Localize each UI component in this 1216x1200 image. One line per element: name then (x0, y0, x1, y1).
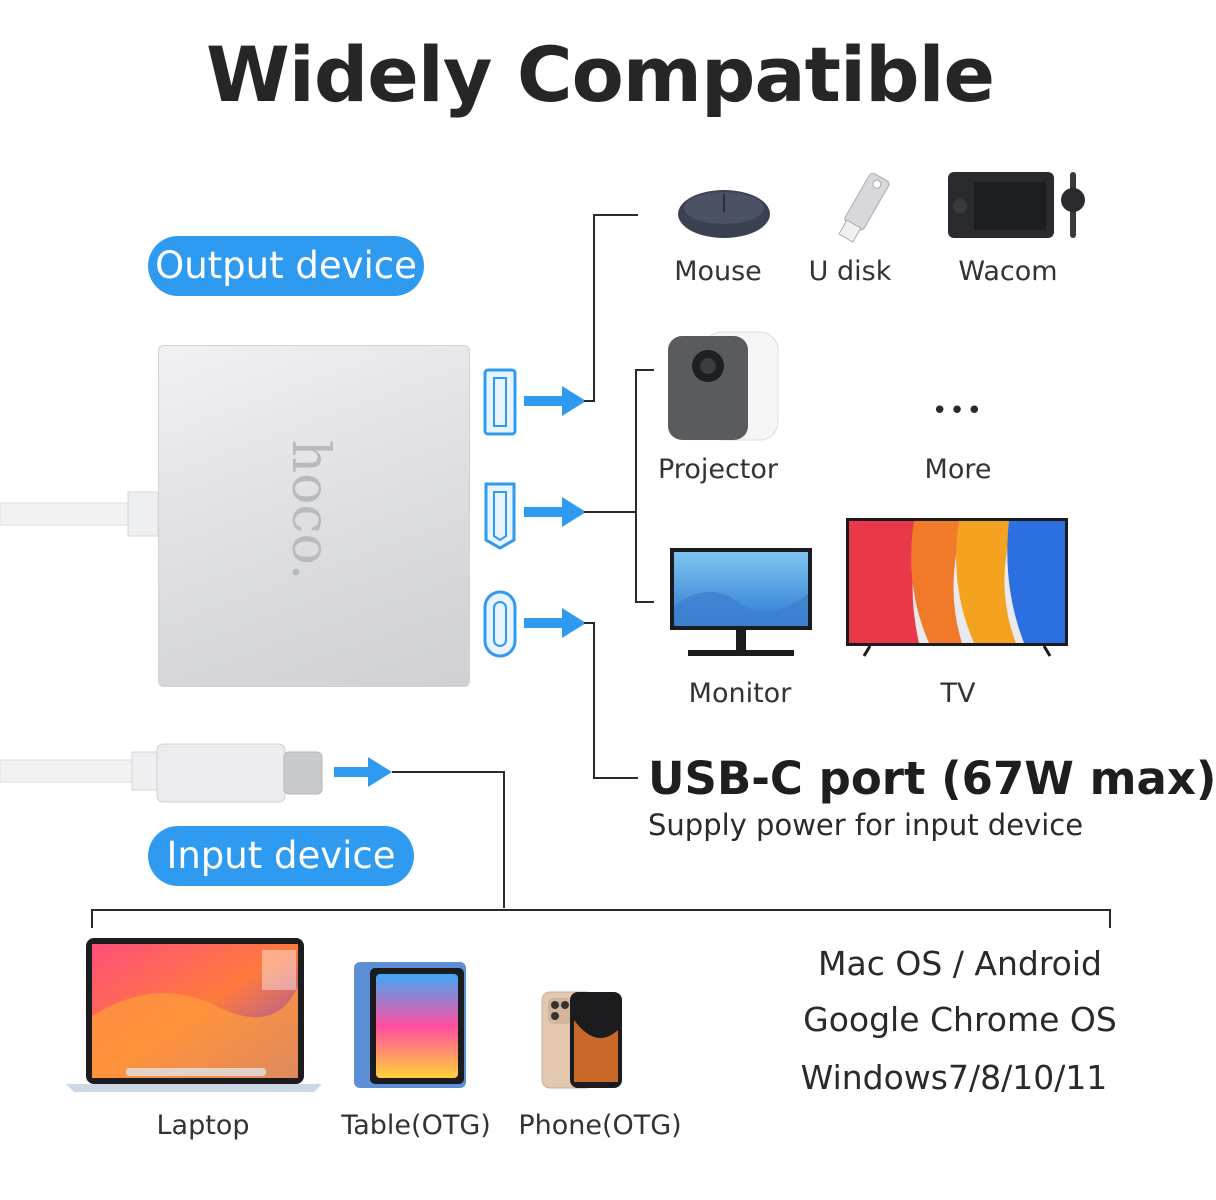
more-label: More (924, 454, 992, 485)
wacom-label: Wacom (958, 256, 1058, 287)
projector-icon (668, 331, 779, 441)
monitor-icon (670, 548, 812, 656)
arrow-right-icon (334, 386, 586, 787)
more-dots-icon: ••• (931, 396, 984, 426)
wacom-tablet-icon (948, 172, 1085, 238)
mouse-label: Mouse (674, 256, 762, 287)
tv-label: TV (940, 678, 976, 709)
hub-body (158, 345, 470, 687)
os-line-1: Mac OS / Android (818, 944, 1102, 983)
output-device-pill: Output device (148, 236, 424, 296)
os-line-3: Windows7/8/10/11 (800, 1058, 1108, 1097)
laptop-label: Laptop (156, 1110, 250, 1141)
usb-c-port-title: USB-C port (67W max) (648, 752, 1216, 805)
usb-c-port-subtitle: Supply power for input device (648, 808, 1084, 842)
os-line-2: Google Chrome OS (803, 1000, 1117, 1039)
phone-label: Phone(OTG) (518, 1110, 682, 1141)
monitor-label: Monitor (688, 678, 792, 709)
laptop-icon (66, 938, 322, 1092)
mouse-icon (678, 190, 770, 238)
phone-icon (541, 991, 622, 1089)
usb-a-port-icon (483, 368, 517, 436)
hdmi-port-icon (484, 482, 516, 550)
u-disk-label: U disk (808, 256, 892, 287)
projector-label: Projector (658, 454, 778, 485)
tablet-icon (354, 962, 466, 1088)
tv-icon (846, 518, 1068, 657)
usb-c-port-icon (483, 590, 517, 658)
page-title: Widely Compatible (205, 30, 995, 119)
tablet-label: Table(OTG) (341, 1110, 491, 1141)
input-device-pill: Input device (148, 826, 414, 886)
u-disk-icon (838, 172, 890, 243)
